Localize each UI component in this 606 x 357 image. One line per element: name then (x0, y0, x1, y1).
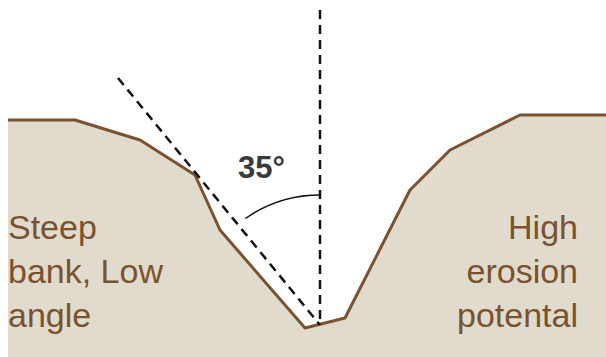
bank-note: Steep bank, Low angle (8, 205, 183, 337)
angle-value: 35° (238, 150, 318, 186)
vertical-reference (319, 10, 322, 325)
ground-fill (8, 115, 606, 357)
bank-note-wrap: Steep bank, Low angle (8, 205, 183, 337)
erosion-note: High erosion potental (400, 205, 578, 337)
erosion-note-wrap: High erosion potental (400, 205, 578, 337)
angle-arc (245, 195, 320, 219)
angle-value-wrap: 35° (238, 150, 318, 186)
